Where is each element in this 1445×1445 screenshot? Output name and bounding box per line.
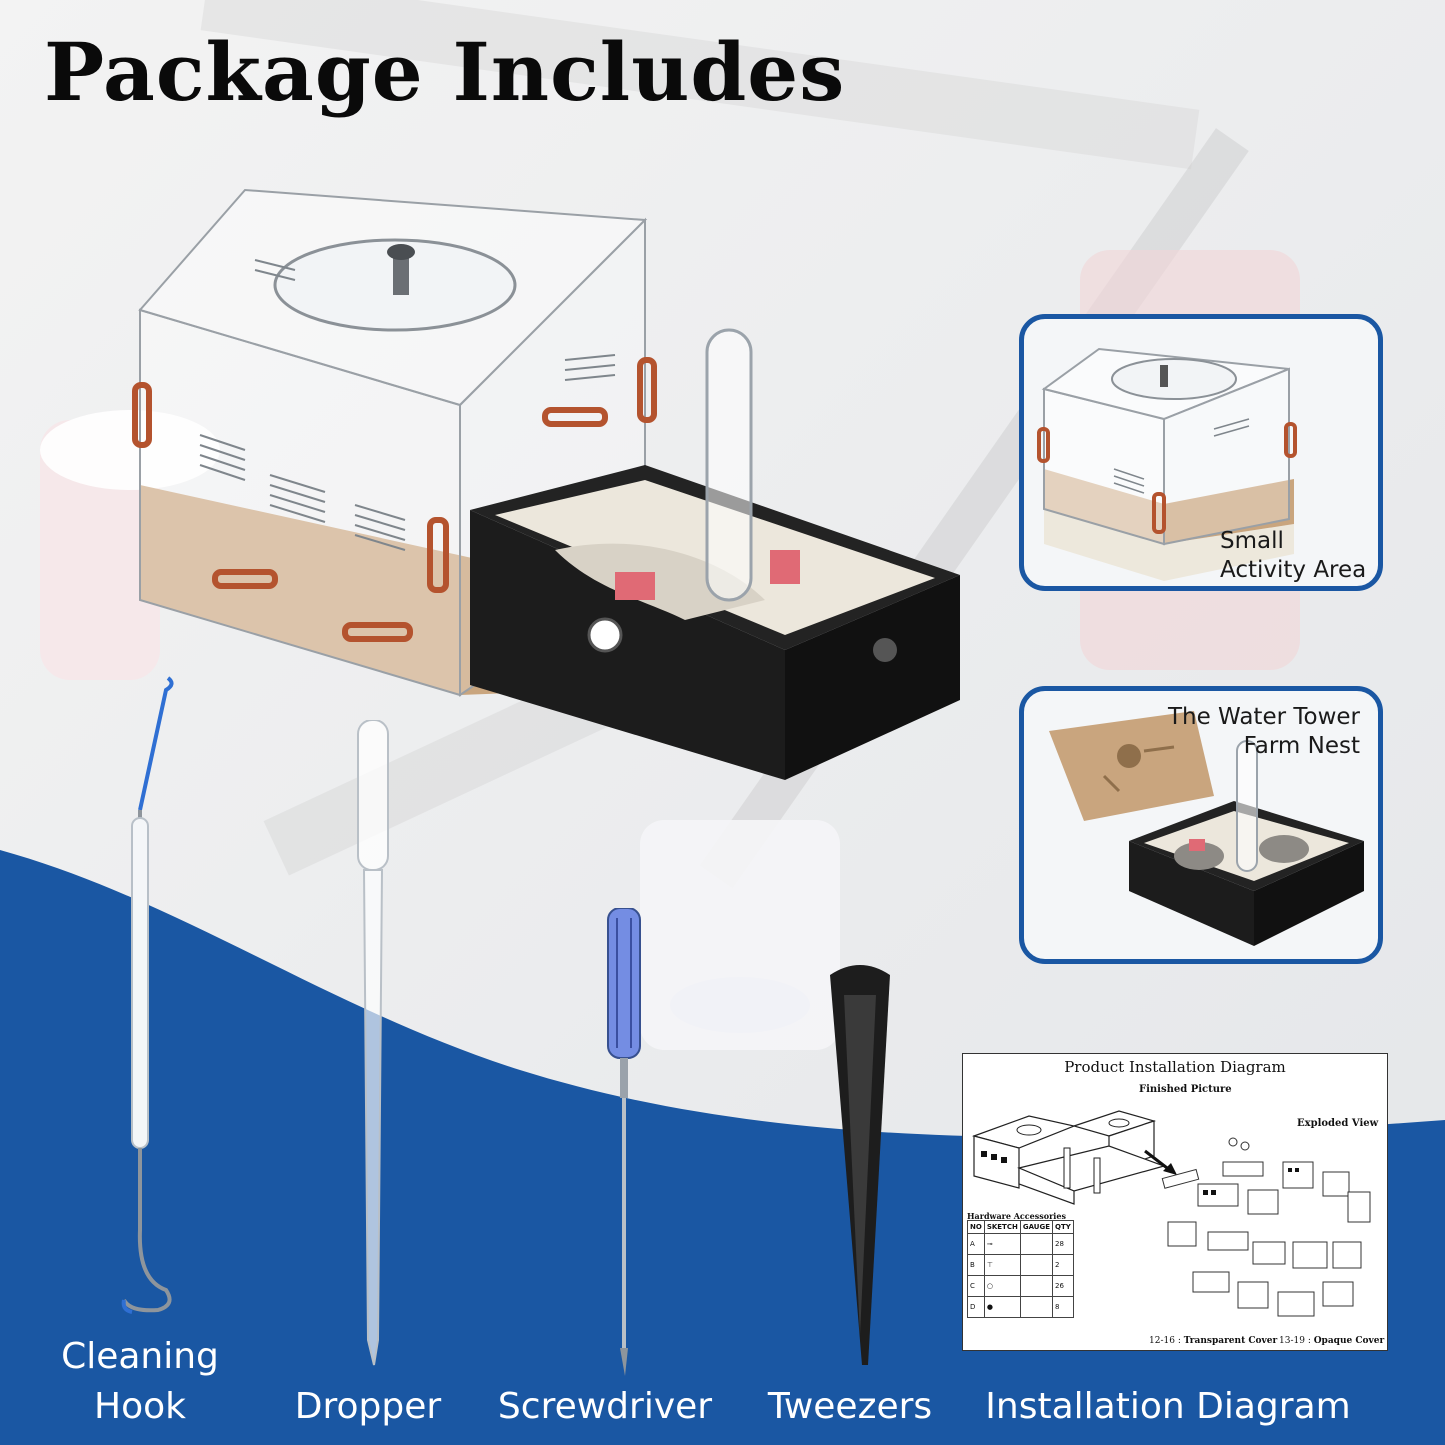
inset-water-tower-nest-label: The Water Tower Farm Nest xyxy=(1168,703,1360,761)
label-cleaning-hook-line1: Cleaning xyxy=(61,1336,219,1377)
cleaning-hook-photo xyxy=(121,676,174,1314)
water-tower-nest-photo xyxy=(1049,711,1364,946)
label-cleaning-hook-line2: Hook xyxy=(94,1386,186,1427)
row-qty: 28 xyxy=(1052,1233,1074,1255)
row-no: C xyxy=(967,1275,985,1297)
col-sketch: SKETCH xyxy=(983,1220,1021,1234)
row-qty: 2 xyxy=(1052,1254,1074,1276)
col-qty: QTY xyxy=(1052,1220,1074,1234)
table-row: D ● 8 xyxy=(967,1296,1074,1318)
diagram-finished-label: Finished Picture xyxy=(1139,1084,1232,1095)
transparent-range: 12-16 xyxy=(1149,1336,1175,1346)
washer-icon: ○ xyxy=(983,1275,1021,1297)
opaque-label: Opaque Cover xyxy=(1313,1336,1385,1346)
hardware-caption: Hardware Accessories xyxy=(967,1211,1066,1221)
inset-water-tower-nest: The Water Tower Farm Nest xyxy=(1019,686,1383,964)
label-screwdriver: Screwdriver xyxy=(490,1382,720,1432)
label-dropper-text: Dropper xyxy=(294,1386,442,1427)
arrow-icon xyxy=(1144,1149,1177,1175)
label-tweezers: Tweezers xyxy=(755,1382,945,1432)
col-no: NO xyxy=(967,1220,985,1234)
row-no: D xyxy=(967,1296,985,1318)
tweezers-photo xyxy=(830,965,890,1365)
label-installation-diagram: Installation Diagram xyxy=(978,1382,1358,1432)
row-qty: 8 xyxy=(1052,1296,1074,1318)
activity-area-photo xyxy=(1037,347,1297,581)
opaque-range: 13-19 xyxy=(1279,1336,1305,1346)
screwdriver-photo xyxy=(607,908,641,1376)
installation-diagram-sheet: Product Installation Diagram Finished Pi… xyxy=(962,1053,1388,1351)
inset-activity-area-label: Small Activity Area xyxy=(1220,527,1366,585)
product-main-photo xyxy=(132,188,960,780)
row-no: A xyxy=(967,1233,985,1255)
finished-picture-sketch xyxy=(972,1110,1166,1205)
diagram-exploded-label: Exploded View xyxy=(1297,1118,1379,1129)
screw-icon: ⊸ xyxy=(983,1233,1021,1255)
diagram-title: Product Installation Diagram xyxy=(1064,1058,1286,1076)
row-qty: 26 xyxy=(1052,1275,1074,1297)
label-tweezers-text: Tweezers xyxy=(767,1386,933,1427)
hardware-table: NO SKETCH GAUGE QTY A ⊸ 28 B ⊤ 2 xyxy=(967,1220,1074,1318)
inset-activity-area-line2: Activity Area xyxy=(1220,557,1367,583)
exploded-view-sketch xyxy=(1161,1137,1371,1317)
ring-icon: ● xyxy=(983,1296,1021,1318)
opaque-cover-note: 13-19 : Opaque Cover xyxy=(1279,1336,1385,1346)
inset-water-tower-nest-line1: The Water Tower xyxy=(1167,704,1360,730)
bolt-icon: ⊤ xyxy=(983,1254,1021,1276)
table-row: C ○ 26 xyxy=(967,1275,1074,1297)
inset-activity-area: Small Activity Area xyxy=(1019,314,1383,591)
transparent-label: Transparent Cover xyxy=(1183,1336,1278,1346)
dropper-photo xyxy=(357,720,389,1366)
transparent-cover-note: 12-16 : Transparent Cover xyxy=(1149,1336,1278,1346)
row-no: B xyxy=(967,1254,985,1276)
label-cleaning-hook: Cleaning Hook xyxy=(40,1332,240,1432)
table-row: B ⊤ 2 xyxy=(967,1254,1074,1276)
label-installation-diagram-text: Installation Diagram xyxy=(985,1386,1351,1427)
inset-activity-area-line1: Small xyxy=(1220,528,1284,554)
col-gauge: GAUGE xyxy=(1019,1220,1054,1234)
label-dropper: Dropper xyxy=(278,1382,458,1432)
page-title: Package Includes xyxy=(44,25,846,119)
inset-water-tower-nest-line2: Farm Nest xyxy=(1243,733,1360,759)
table-row: A ⊸ 28 xyxy=(967,1233,1074,1255)
label-screwdriver-text: Screwdriver xyxy=(497,1386,713,1427)
